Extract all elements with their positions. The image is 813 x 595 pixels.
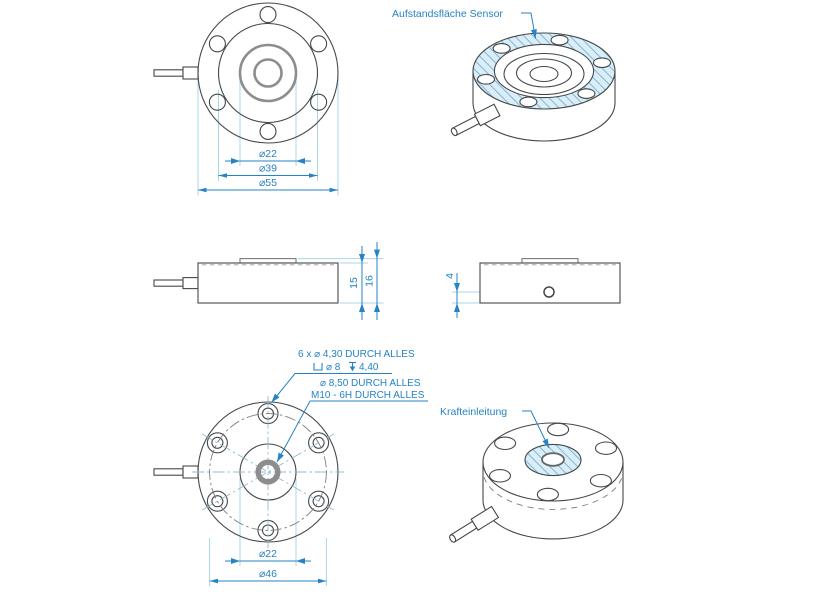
counterbore-hole <box>488 469 512 483</box>
cable <box>153 468 184 476</box>
counterbore-hole <box>594 441 618 455</box>
bolt-hole <box>310 35 328 53</box>
counterbore <box>206 490 228 512</box>
bolt-hole <box>577 88 596 99</box>
body-bottom-arc <box>482 499 624 540</box>
sensor-body <box>197 262 339 304</box>
bolt-hole <box>259 122 277 140</box>
threaded-center-hole <box>255 459 281 485</box>
cable <box>153 69 184 77</box>
flange-outline <box>197 2 339 144</box>
bolt-hole <box>312 436 325 449</box>
bolt-hole <box>476 73 496 85</box>
threaded-center-hole <box>541 452 565 467</box>
depth-icon <box>349 361 356 372</box>
bottom-view: ⌀22 ⌀46 <box>153 396 344 586</box>
bolt-circle <box>209 413 327 531</box>
cable-connector <box>182 277 199 290</box>
cable-connector <box>473 103 501 127</box>
bolt-hole <box>310 93 328 111</box>
cable-tip <box>449 534 457 543</box>
center-boss-circle <box>238 43 298 103</box>
dim-offset-4: 4 <box>444 273 456 279</box>
bolt-hole <box>312 495 325 508</box>
cable-assembly <box>450 103 501 137</box>
bolt-hole <box>211 436 224 449</box>
counterbore <box>206 432 228 454</box>
counterbore-icon <box>313 363 323 371</box>
callout-center-hole-line2: M10 - 6H DURCH ALLES <box>311 390 425 401</box>
bolt-hole <box>592 57 612 69</box>
counterbore-hole <box>536 487 559 502</box>
dim-top-d55: ⌀55 <box>259 177 277 189</box>
side-view-right: 4 <box>444 258 621 318</box>
cable <box>153 279 184 287</box>
counterbore <box>308 432 330 454</box>
centerline-diagonal <box>201 433 335 511</box>
hidden-flange-edge <box>483 476 623 510</box>
bolt-hole <box>208 35 226 53</box>
dim-bottom-d46: ⌀46 <box>259 568 277 580</box>
callout-bolt-holes-line1: 6 x ⌀ 4,30 DURCH ALLES <box>298 349 415 360</box>
leader-line <box>521 12 537 39</box>
dim-top-d39: ⌀39 <box>259 163 277 175</box>
bolt-hole <box>519 96 538 108</box>
callout-cbore-depth: 4,40 <box>359 362 379 373</box>
load-button-boss <box>239 258 297 264</box>
label-force-introduction: Krafteinleitung <box>440 406 507 418</box>
arrowhead <box>309 173 318 178</box>
arrowhead <box>198 187 207 193</box>
bolt-hole <box>492 43 511 54</box>
dim-height-16: 16 <box>364 275 376 287</box>
leader-line <box>522 410 550 449</box>
dim-height-15: 15 <box>348 277 360 289</box>
cable-tip <box>450 127 458 137</box>
dim-top-d22: ⌀22 <box>259 148 277 160</box>
recess-circle <box>503 52 585 96</box>
cable-assembly <box>449 505 500 543</box>
dim-bottom-d22: ⌀22 <box>259 548 277 560</box>
leader-line <box>276 400 311 463</box>
isometric-top-view: Aufstandsfläche Sensor <box>392 8 616 142</box>
leader-line <box>271 373 296 403</box>
sensor-contact-surface-hatched <box>472 32 616 110</box>
cable-connector <box>182 66 199 80</box>
bolt-hole <box>208 93 226 111</box>
isometric-bottom-view: Krafteinleitung <box>440 406 624 543</box>
arrowhead <box>209 578 218 584</box>
centerline-diagonal <box>201 433 335 511</box>
side-view-left: 15 16 <box>153 242 384 320</box>
counterbore-hole <box>494 436 517 451</box>
label-surface-sensor: Aufstandsfläche Sensor <box>392 8 503 20</box>
arrowhead <box>318 578 327 584</box>
counterbore-hole <box>589 473 612 488</box>
cable-connector <box>470 505 500 531</box>
counterbore <box>308 490 330 512</box>
counterbore-hole <box>547 422 570 437</box>
bolt-hole <box>259 6 277 24</box>
callout-cbore-dia: ⌀ 8 <box>326 362 341 373</box>
callout-center-hole-line1: ⌀ 8,50 DURCH ALLES <box>320 378 421 389</box>
side-hole <box>543 286 555 298</box>
hole-callouts: 6 x ⌀ 4,30 DURCH ALLES ⌀ 8 4,40 ⌀ 8,50 D… <box>271 349 428 463</box>
center-hole <box>529 65 559 83</box>
bolt-hole <box>211 495 224 508</box>
bolt-hole <box>550 34 569 46</box>
center-hole <box>253 58 283 88</box>
arrowhead <box>329 187 338 193</box>
arrowhead <box>218 173 227 178</box>
inner-body-circle <box>217 22 319 124</box>
top-view: ⌀22 ⌀39 ⌀55 <box>153 2 339 196</box>
load-button-boss <box>521 258 579 264</box>
